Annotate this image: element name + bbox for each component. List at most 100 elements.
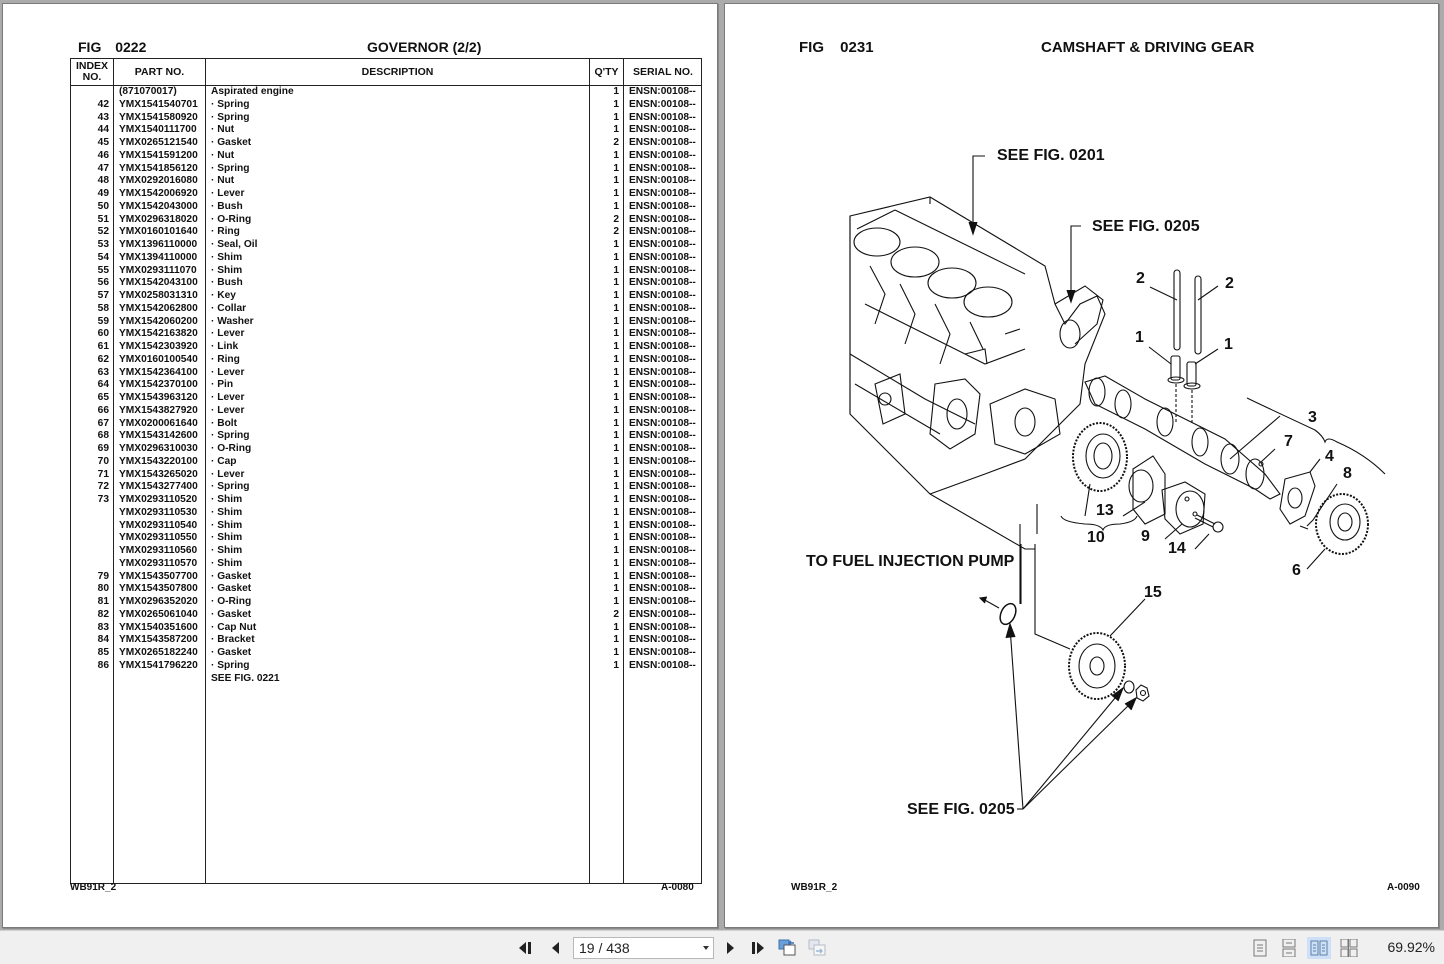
description-cell: · Nut (211, 149, 235, 161)
description-cell: · O-Ring (211, 443, 252, 454)
serial-no-cell: ENSN:00108-- (629, 86, 696, 97)
footer-model: WB91R_2 (791, 882, 838, 893)
index-cell: 59 (97, 315, 109, 327)
footer-page-code: A-0080 (661, 882, 694, 893)
document-viewport[interactable]: FIG 0222 GOVERNOR (2/2) INDEX NO. PART N… (0, 0, 1444, 930)
single-page-view-button[interactable] (1248, 937, 1272, 959)
item-number-15: 15 (1144, 584, 1162, 601)
part-no-cell: YMX1542043100 (119, 277, 198, 289)
description-cell: SEE FIG. 0221 (211, 672, 280, 684)
header-part-no: PART NO. (134, 65, 185, 78)
part-no-cell: YMX1543827920 (119, 404, 198, 416)
part-no-cell: YMX1396110000 (119, 239, 198, 250)
continuous-view-button[interactable] (1277, 937, 1301, 959)
index-cell: 81 (97, 596, 109, 607)
parts-table: INDEX NO. PART NO. DESCRIPTION Q'TY SERI… (70, 58, 702, 884)
qty-cell: 1 (613, 98, 619, 110)
column-divider (205, 59, 206, 883)
last-page-button[interactable] (748, 939, 768, 957)
part-no-cell: YMX1540111700 (119, 124, 197, 136)
page-number-value: 19 / 438 (579, 940, 630, 956)
serial-no-cell: ENSN:00108-- (629, 290, 696, 301)
next-page-button[interactable] (720, 939, 740, 957)
serial-no-cell: ENSN:00108-- (629, 519, 696, 531)
serial-no-cell: ENSN:00108-- (629, 239, 696, 250)
description-cell: · Link (211, 341, 239, 352)
next-view-button[interactable] (808, 939, 828, 957)
part-no-cell: YMX1541540701 (119, 98, 198, 110)
description-cell: · Spring (211, 481, 250, 493)
description-cell: · Cap (211, 455, 237, 467)
index-cell: 66 (97, 404, 109, 416)
index-cell: 83 (97, 621, 109, 633)
part-no-cell: YMX1543265020 (119, 468, 198, 480)
footer-page-code: A-0090 (1387, 882, 1420, 893)
qty-cell: 1 (613, 545, 619, 556)
previous-page-button[interactable] (546, 939, 566, 957)
qty-cell: 2 (613, 226, 619, 238)
description-cell: · Cap Nut (211, 621, 257, 633)
description-cell: Aspirated engine (211, 86, 294, 97)
description-cell: · Ring (211, 353, 240, 365)
index-cell: 50 (97, 200, 109, 212)
description-cell: · Lever (211, 468, 245, 480)
facing-pages-view-button[interactable] (1307, 937, 1331, 959)
index-cell: 68 (97, 430, 109, 442)
thrust-plate-4-drawing (1279, 458, 1321, 525)
description-cell: · Nut (211, 175, 235, 187)
previous-view-button[interactable] (778, 939, 798, 957)
index-cell: 69 (97, 443, 109, 454)
part-no-cell: YMX1543142600 (119, 430, 198, 442)
description-cell: · Spring (211, 111, 250, 123)
serial-no-cell: ENSN:00108-- (629, 494, 696, 505)
zoom-level[interactable]: 69.92% (1387, 939, 1435, 955)
serial-no-cell: ENSN:00108-- (629, 149, 696, 161)
index-cell: 42 (97, 98, 109, 110)
part-no-cell: YMX0293110560 (119, 545, 198, 556)
part-no-cell: YMX1543220100 (119, 455, 198, 467)
hub-9-drawing (1161, 481, 1206, 540)
part-no-cell: YMX0265121540 (119, 137, 198, 148)
description-cell: · Key (211, 290, 236, 301)
footer-model: WB91R_2 (70, 882, 117, 893)
first-page-button[interactable] (516, 939, 536, 957)
callout-to-fuel-injection-pump: TO FUEL INJECTION PUMP (806, 553, 1015, 570)
continuous-facing-view-button[interactable] (1337, 937, 1361, 959)
page-left: FIG 0222 GOVERNOR (2/2) INDEX NO. PART N… (2, 3, 718, 928)
qty-cell: 1 (613, 111, 619, 123)
part-no-cell: YMX1541580920 (119, 111, 198, 123)
qty-cell: 1 (613, 302, 619, 314)
item-number-10: 10 (1087, 529, 1105, 546)
qty-cell: 1 (613, 634, 619, 646)
index-cell: 71 (97, 468, 109, 480)
serial-no-cell: ENSN:00108-- (629, 392, 696, 403)
serial-no-cell: ENSN:00108-- (629, 277, 696, 289)
qty-cell: 1 (613, 290, 619, 301)
page-number-select[interactable]: 19 / 438 (573, 937, 714, 959)
callout-see-fig-0205-bottom: SEE FIG. 0205 (907, 801, 1015, 818)
index-cell: 60 (97, 328, 109, 340)
description-cell: · Shim (211, 532, 243, 544)
index-cell: 70 (97, 455, 109, 467)
index-cell: 84 (97, 634, 109, 646)
serial-no-cell: ENSN:00108-- (629, 379, 696, 391)
description-cell: · Spring (211, 98, 250, 110)
item-number-7: 7 (1284, 433, 1293, 450)
part-no-cell: YMX1542060200 (119, 315, 198, 327)
